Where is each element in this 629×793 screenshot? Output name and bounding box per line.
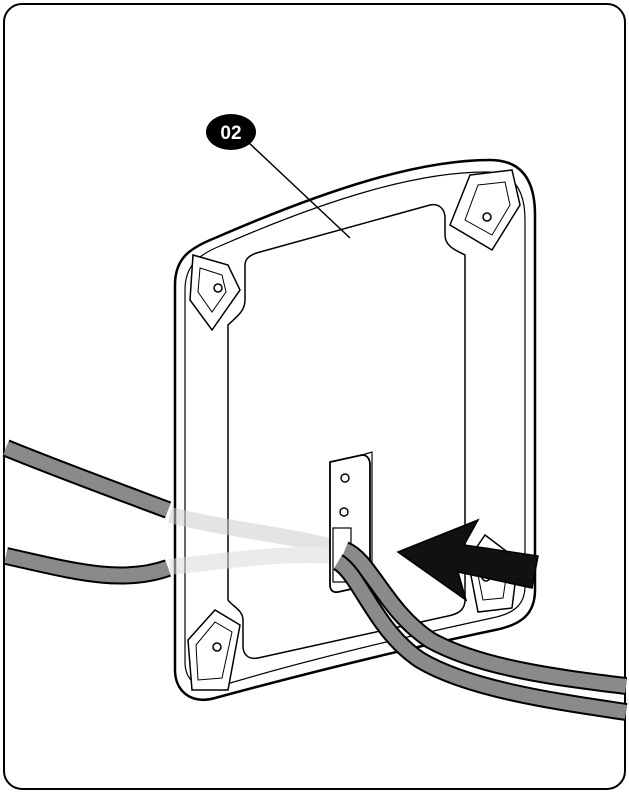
callout-badge: 02 bbox=[206, 114, 256, 150]
foot-top-right bbox=[449, 169, 521, 252]
foot-top-left bbox=[189, 254, 241, 332]
arrow-right-icon bbox=[396, 518, 539, 602]
cable-hidden-path bbox=[168, 507, 338, 575]
foot-bottom-left bbox=[187, 609, 241, 691]
screw-icon bbox=[212, 642, 222, 652]
cable-right-lower bbox=[332, 554, 628, 721]
screw-icon bbox=[213, 283, 223, 293]
callout-label: 02 bbox=[220, 123, 241, 144]
screw-icon bbox=[482, 212, 492, 222]
cable-right-upper bbox=[340, 541, 628, 695]
mounting-plate bbox=[173, 158, 537, 701]
callout-leader bbox=[247, 141, 351, 239]
cable-left-upper bbox=[2, 439, 172, 519]
cable-left-lower bbox=[4, 547, 171, 585]
